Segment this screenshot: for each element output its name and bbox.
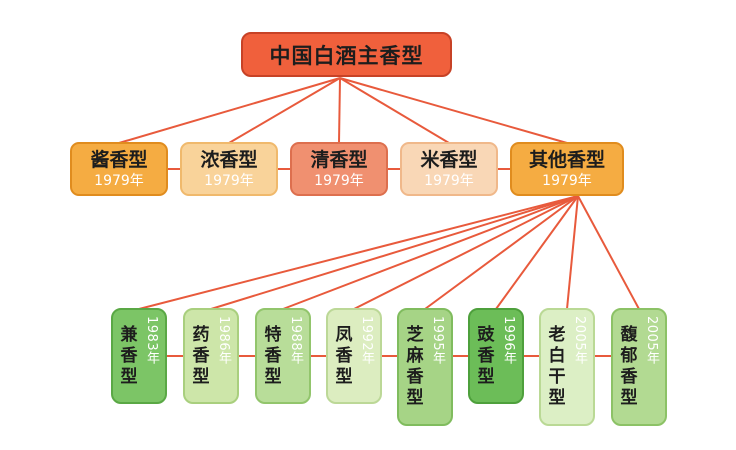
secondary-name: 兼香型 [120,324,138,387]
root-connector-2 [338,77,341,144]
primary-node-nongxiang: 浓香型 1979年 [180,142,278,196]
secondary-year: 2005年 [644,316,659,365]
root-node: 中国白酒主香型 [241,32,452,77]
root-connector-4 [339,77,568,144]
secondary-year: 2005年 [572,316,587,365]
secondary-year: 1995年 [430,316,445,365]
fan-connector-7 [577,195,640,310]
secondary-name: 凤香型 [335,324,353,387]
primary-name: 米香型 [420,149,478,171]
secondary-year: 1988年 [288,316,303,365]
fan-connector-2 [282,195,579,310]
fan-connector-5 [495,195,579,310]
fan-connector-3 [353,195,579,310]
primary-year: 1979年 [424,173,474,189]
primary-node-jiangxiang: 酱香型 1979年 [70,142,168,196]
root-label: 中国白酒主香型 [269,43,424,68]
secondary-name: 特香型 [264,324,282,387]
primary-node-mixiang: 米香型 1979年 [400,142,498,196]
secondary-name: 老白干型 [548,325,566,408]
fan-connector-6 [566,195,579,310]
root-connector-3 [339,77,450,144]
secondary-year: 1983年 [144,316,159,365]
secondary-name: 药香型 [192,324,210,387]
fan-connector-1 [210,195,579,310]
secondary-node-fuyuxiang: 馥郁香型 2005年 [611,308,667,426]
primary-year: 1979年 [314,173,364,189]
secondary-node-jianxiang: 兼香型 1983年 [111,308,167,404]
primary-node-qingxiang: 清香型 1979年 [290,142,388,196]
secondary-node-fengxiang: 凤香型 1992年 [326,308,382,404]
secondary-year: 1986年 [216,316,231,365]
primary-year: 1979年 [204,173,254,189]
secondary-node-zhimaxiang: 芝麻香型 1995年 [397,308,453,426]
secondary-year: 1996年 [501,316,516,365]
primary-year: 1979年 [542,173,592,189]
primary-name: 酱香型 [90,149,148,171]
primary-year: 1979年 [94,173,144,189]
secondary-name: 芝麻香型 [406,325,424,408]
secondary-node-chixiang: 豉香型 1996年 [468,308,524,404]
fan-connector-4 [424,195,579,310]
secondary-year: 1992年 [359,316,374,365]
primary-name: 其他香型 [528,149,605,171]
root-connector-1 [228,77,341,144]
secondary-node-laobaigan: 老白干型 2005年 [539,308,595,426]
secondary-node-yaoxiang: 药香型 1986年 [183,308,239,404]
primary-name: 清香型 [310,149,368,171]
root-connector-0 [118,77,341,144]
primary-name: 浓香型 [200,149,258,171]
secondary-name: 馥郁香型 [620,325,638,408]
secondary-node-texiang: 特香型 1988年 [255,308,311,404]
fan-connector-0 [138,195,579,310]
primary-node-other: 其他香型 1979年 [510,142,624,196]
secondary-name: 豉香型 [477,324,495,387]
